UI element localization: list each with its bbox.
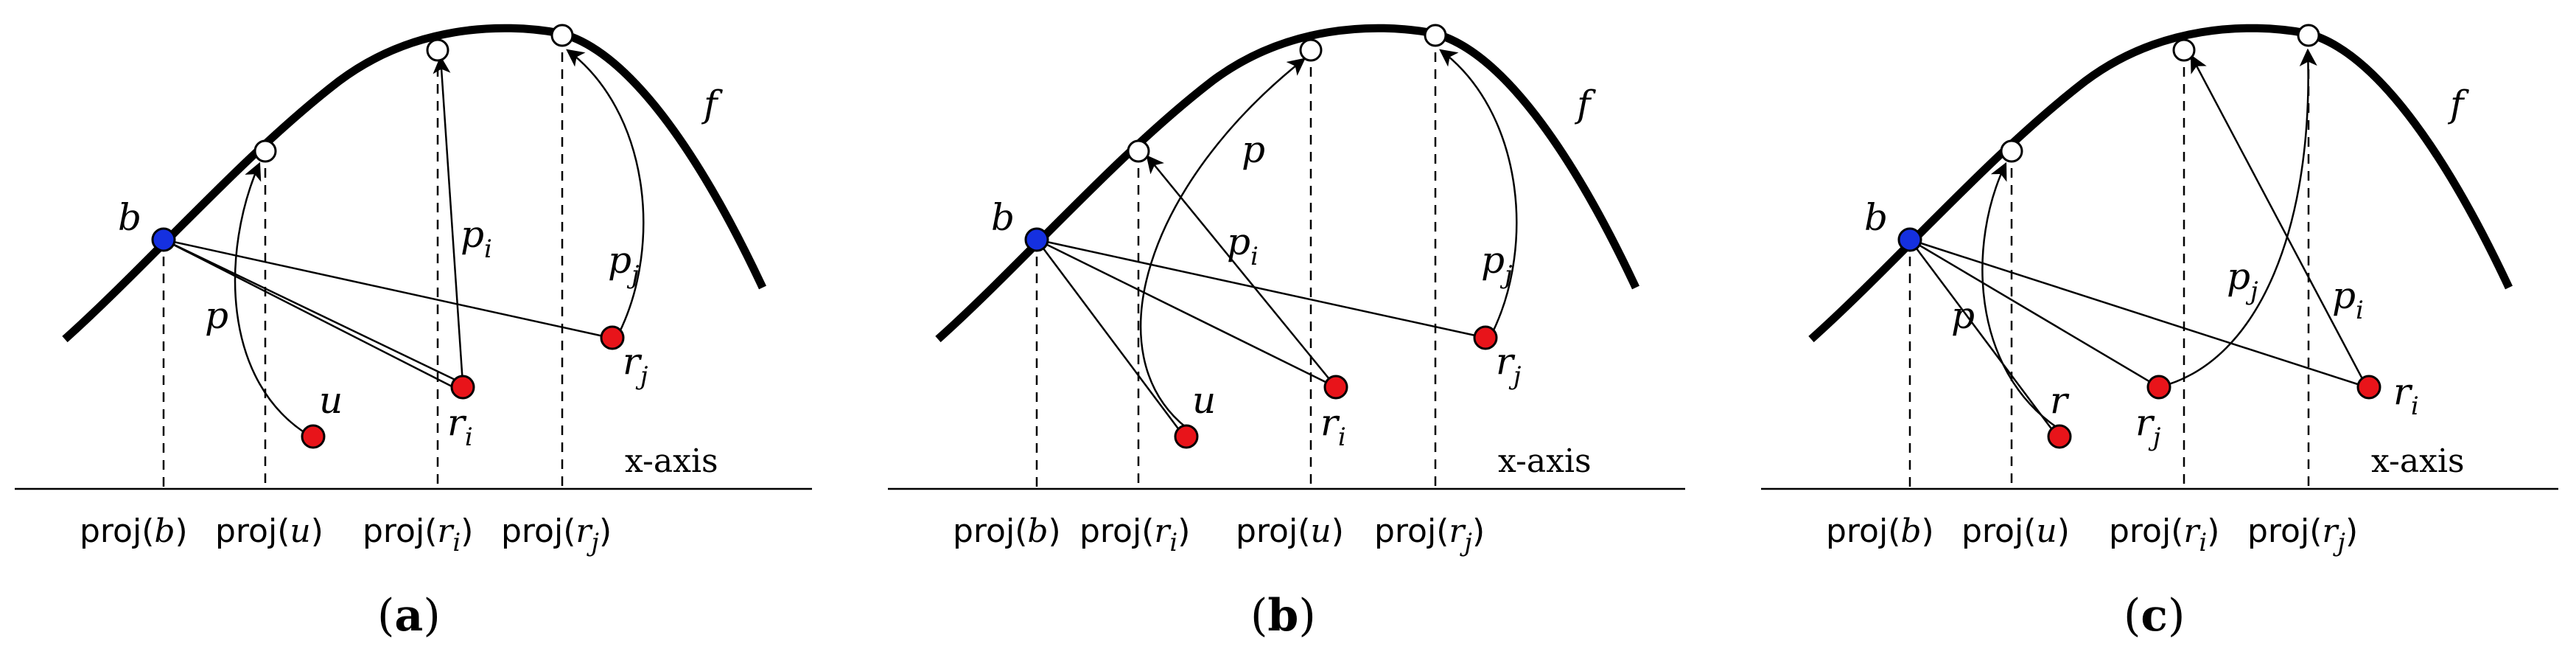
point-label: u — [1192, 379, 1216, 422]
proj-label: proj(b) — [1826, 512, 1934, 550]
point-label: b — [1864, 196, 1888, 239]
proj-label: proj(ri) — [2109, 512, 2219, 557]
point-label: rj — [2135, 401, 2161, 452]
panel-label: (a) — [377, 590, 441, 642]
curve-point — [1127, 139, 1150, 163]
point-label: b — [118, 196, 141, 239]
point-label: rj — [1496, 340, 1522, 391]
curve-point — [2172, 38, 2196, 62]
segment — [1909, 238, 2160, 389]
curve-point — [1299, 38, 1323, 62]
proj-label: proj(rj) — [501, 512, 612, 557]
point-label: rj — [623, 340, 648, 391]
arrow-p — [1981, 161, 2058, 429]
point-label: ri — [447, 401, 473, 452]
point-label: r — [2050, 379, 2070, 422]
arrow-label: pi — [461, 213, 492, 264]
point-label: u — [319, 379, 343, 422]
arrow-pj — [1439, 49, 1518, 334]
segment — [163, 238, 463, 385]
segment — [1909, 238, 2367, 389]
proj-label: proj(rj) — [1374, 512, 1485, 557]
proj-label: proj(b) — [80, 512, 188, 550]
point-b — [1897, 227, 1922, 252]
arrow-pj — [2158, 48, 2317, 389]
point-red — [1174, 424, 1199, 449]
x-axis-label: x-axis — [1498, 442, 1592, 480]
point-b — [1024, 227, 1049, 252]
point-red — [450, 375, 475, 400]
curve-label: f — [2447, 83, 2469, 125]
panel-c: f x-axis p pj pi b r rj ri proj(b) proj(… — [1761, 24, 2558, 642]
proj-label: proj(b) — [953, 512, 1061, 550]
proj-label: proj(rj) — [2247, 512, 2358, 557]
proj-label: proj(u) — [1961, 512, 2070, 550]
segment — [1035, 239, 1186, 437]
x-axis-label: x-axis — [625, 442, 718, 480]
point-b — [151, 227, 176, 252]
arrow-pj — [566, 49, 645, 334]
point-red — [1473, 325, 1498, 350]
curve-label: f — [1574, 83, 1596, 125]
segment — [163, 238, 461, 392]
function-curve — [935, 24, 1639, 343]
arrow-label: p — [205, 294, 228, 337]
arrow-pi — [1146, 155, 1337, 388]
point-red — [2356, 375, 2381, 400]
x-axis-label: x-axis — [2371, 442, 2465, 480]
arrow-label: p — [1242, 128, 1265, 171]
proj-label: proj(u) — [1236, 512, 1344, 550]
curve-point — [2000, 139, 2023, 163]
proj-label: proj(ri) — [363, 512, 473, 557]
arrow-pi — [433, 55, 464, 384]
point-label: ri — [1320, 401, 1346, 452]
point-red — [600, 325, 625, 350]
proj-label: proj(u) — [215, 512, 323, 550]
panel-b: f x-axis p pi pj b u ri rj proj(b) proj(… — [888, 24, 1685, 642]
panel-label: (b) — [1250, 590, 1316, 642]
point-red — [2146, 375, 2171, 400]
curve-label: f — [701, 83, 723, 125]
function-curve — [62, 24, 766, 343]
arrow-label: pi — [1227, 220, 1259, 271]
arrow-pi — [2190, 54, 2368, 388]
proj-label: proj(ri) — [1079, 512, 1190, 557]
arrow-label: pj — [1481, 239, 1513, 290]
arrow-p — [234, 161, 312, 438]
segment — [1036, 238, 1486, 339]
curve-point — [426, 38, 449, 62]
arrow-label: pj — [2227, 255, 2258, 306]
point-red — [301, 424, 326, 449]
point-label: b — [991, 196, 1015, 239]
panel-label: (c) — [2124, 590, 2185, 642]
arrow-label: p — [1951, 294, 1975, 337]
curve-point — [2297, 24, 2320, 47]
segment — [1036, 238, 1337, 389]
arrow-p — [1139, 58, 1306, 428]
arrow-label: pi — [2332, 274, 2364, 325]
function-curve — [1808, 24, 2513, 343]
point-label: ri — [2393, 370, 2419, 421]
segment — [1908, 239, 2059, 437]
curve-point — [550, 24, 574, 47]
panel-a: f x-axis p pi pj b u ri rj — [15, 24, 812, 642]
arrow-label: pj — [608, 239, 640, 290]
curve-point — [1424, 24, 1447, 47]
segment — [163, 238, 611, 339]
point-red — [2047, 424, 2072, 449]
curve-point — [253, 139, 277, 163]
point-red — [1323, 375, 1348, 400]
